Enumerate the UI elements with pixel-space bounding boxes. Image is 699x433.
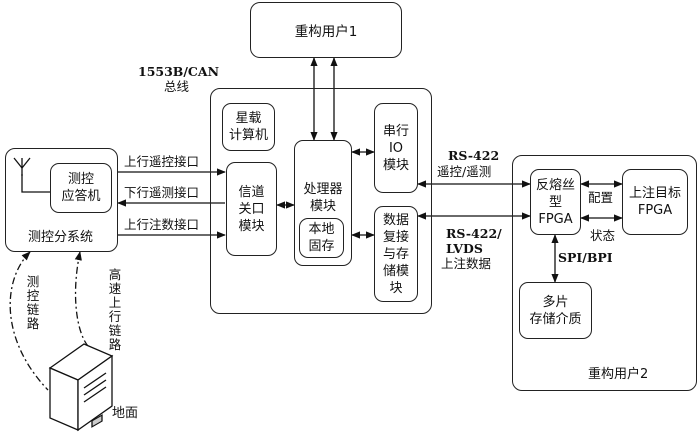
- star-computer-node: 星载 计算机: [222, 103, 275, 151]
- rs422-b-label: RS-422/: [446, 226, 502, 241]
- tt-subsystem-label: 测控分系统: [28, 230, 94, 245]
- local-storage-node: 本地 固存: [299, 218, 344, 258]
- tt-link-dashed: [9, 251, 49, 391]
- antenna-feed-line: [21, 174, 50, 193]
- bus-label-top: 1553B/CAN: [138, 64, 219, 79]
- user2-label: 重构用户2: [588, 367, 649, 382]
- tt-responder-node: 测控 应答机: [50, 163, 112, 213]
- up-inject-label: 上行注数接口: [124, 217, 200, 232]
- status-label: 状态: [590, 228, 616, 243]
- user1-box: 重构用户1: [250, 2, 402, 58]
- serial-io-node: 串行 IO 模块: [374, 103, 418, 193]
- storage-media-node: 多片 存储介质: [519, 282, 592, 339]
- data-mux-storage-node: 数据 复接 与存 储模 块: [374, 206, 418, 302]
- central-computer-box: [210, 88, 432, 314]
- tt-link-label: 测控链路: [26, 274, 40, 331]
- hs-uplink-label: 高速上行链路: [108, 267, 122, 352]
- config-label: 配置: [588, 190, 614, 205]
- down-telemetry-label: 下行遥测接口: [124, 185, 200, 200]
- bus-label-bottom: 总线: [164, 79, 190, 94]
- up-telecontrol-label: 上行遥控接口: [124, 154, 200, 169]
- rs422-a-label: RS-422: [448, 148, 500, 163]
- rs422-a-sub-label: 遥控/遥测: [437, 164, 492, 179]
- hs-uplink-dashed: [74, 251, 93, 351]
- ground-label: 地面: [112, 406, 139, 421]
- antenna-icon: [13, 157, 31, 176]
- user2-box: [512, 155, 697, 391]
- user1-label: 重构用户1: [294, 24, 358, 40]
- inject-data-label: 上注数据: [441, 256, 492, 271]
- ground-computer-icon: [48, 343, 114, 432]
- antifuse-fpga-node: 反熔丝 型FPGA: [530, 169, 581, 235]
- channel-interface-node: 信道 关口 模块: [226, 162, 277, 256]
- spi-bpi-label: SPI/BPI: [558, 250, 613, 265]
- tt-subsystem-box: [5, 148, 118, 252]
- lvds-label: LVDS: [446, 241, 483, 256]
- target-fpga-node: 上注目标 FPGA: [622, 169, 688, 235]
